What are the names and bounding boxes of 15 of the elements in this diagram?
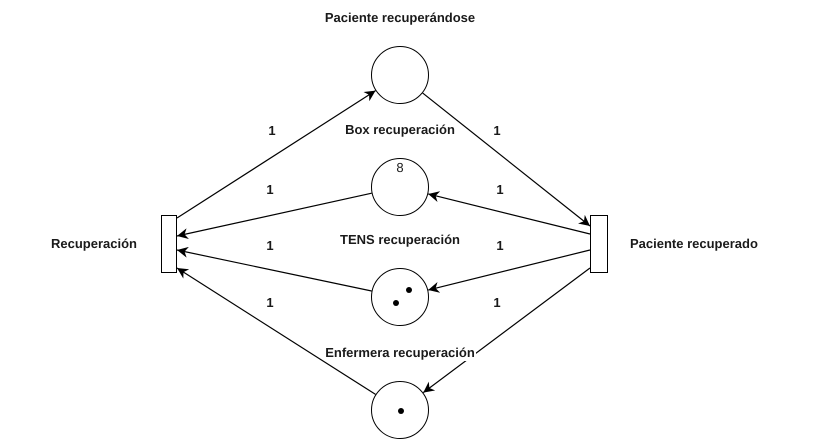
transition-label: Recuperación bbox=[51, 235, 137, 254]
arrow bbox=[176, 246, 372, 292]
arrow bbox=[176, 192, 372, 239]
arrow bbox=[428, 191, 590, 235]
place-label: Box recuperación bbox=[344, 122, 456, 138]
place-label: Paciente recuperándose bbox=[324, 10, 476, 26]
place-label: TENS recuperación bbox=[339, 232, 461, 248]
place-label: Enfermera recuperación bbox=[324, 345, 476, 361]
arrow bbox=[422, 92, 590, 226]
transition-label: Paciente recuperado bbox=[630, 235, 758, 254]
arrow bbox=[176, 268, 376, 395]
arrow bbox=[422, 268, 590, 394]
arrow bbox=[176, 90, 376, 218]
token-count: 8 bbox=[396, 161, 404, 175]
arrow bbox=[428, 249, 590, 293]
